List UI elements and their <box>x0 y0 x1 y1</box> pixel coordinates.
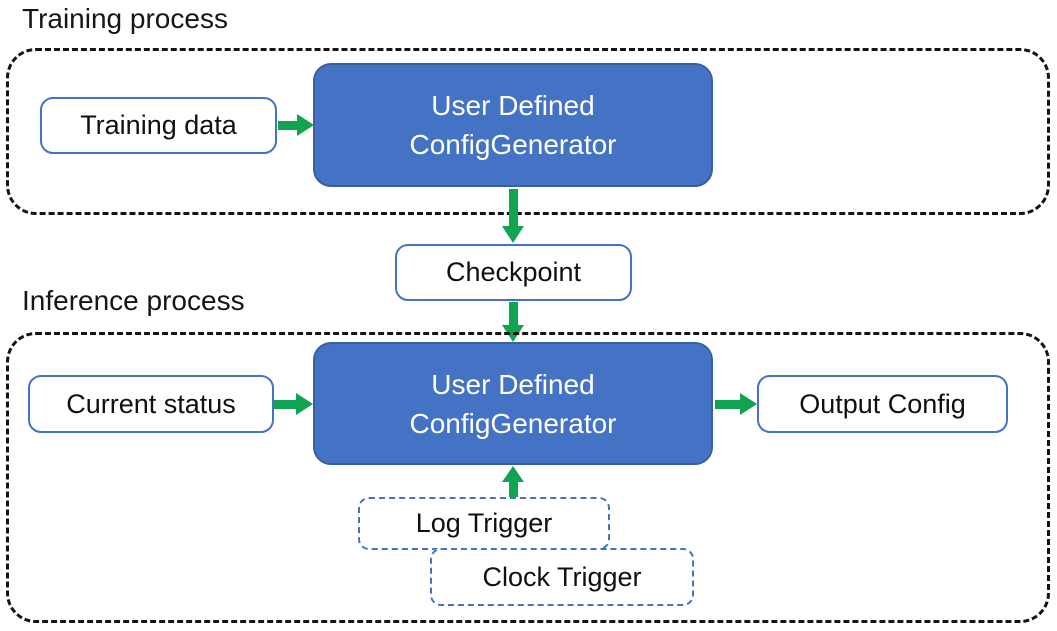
arrow-current-status-to-generator <box>274 393 313 415</box>
arrow-shaft <box>278 120 297 130</box>
log-trigger-node: Log Trigger <box>358 497 610 550</box>
config-generator-training-line1: User Defined <box>431 90 595 121</box>
training-process-container <box>6 48 1050 215</box>
checkpoint-node: Checkpoint <box>395 244 632 301</box>
arrow-right-head-icon <box>297 114 314 136</box>
clock-trigger-node: Clock Trigger <box>430 548 694 606</box>
arrow-up-head-icon <box>502 466 524 482</box>
arrow-shaft <box>508 302 518 325</box>
inference-process-title: Inference process <box>22 285 245 316</box>
arrow-generator-to-output-config <box>715 393 757 415</box>
arrow-triggers-to-generator <box>502 466 524 497</box>
output-config-node: Output Config <box>757 375 1008 433</box>
arrow-shaft <box>508 482 518 497</box>
arrow-shaft <box>715 399 740 409</box>
inference-process-container <box>6 332 1050 623</box>
arrow-training-data-to-generator <box>278 114 314 136</box>
config-generator-training-node: User Defined ConfigGenerator <box>313 63 713 187</box>
arrow-shaft <box>274 399 296 409</box>
arrow-generator-to-checkpoint <box>502 189 524 243</box>
arrow-down-head-icon <box>502 226 524 243</box>
config-generator-inference-line2: ConfigGenerator <box>409 407 617 439</box>
config-generator-training-line2: ConfigGenerator <box>409 129 617 160</box>
config-generator-inference-line1: User Defined <box>431 368 595 400</box>
training-process-title: Training process <box>22 3 228 34</box>
arrow-right-head-icon <box>740 393 757 415</box>
config-generator-inference-node: User Defined ConfigGenerator <box>313 342 713 465</box>
arrow-shaft <box>508 189 518 226</box>
training-data-node: Training data <box>40 97 277 154</box>
current-status-node: Current status <box>28 375 274 433</box>
arrow-right-head-icon <box>296 393 313 415</box>
